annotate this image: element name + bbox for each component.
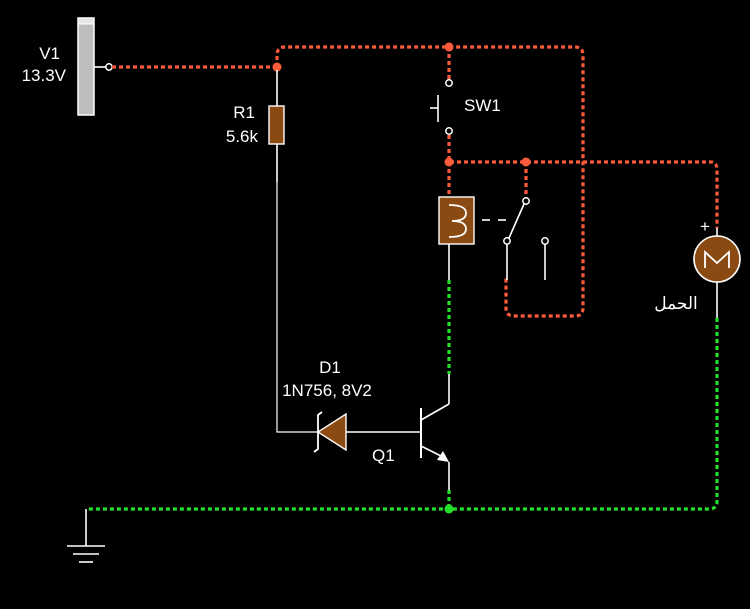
load-name-label: الحمل <box>654 294 698 313</box>
voltage-source-v1[interactable] <box>77 17 113 116</box>
relay-contacts[interactable] <box>503 197 549 280</box>
junction-node <box>444 157 454 167</box>
r1-value-label: 5.6k <box>226 127 259 146</box>
relay-coil[interactable] <box>438 196 475 280</box>
load-motor[interactable] <box>693 228 741 318</box>
q1-name-label: Q1 <box>372 446 395 465</box>
junction-node <box>521 157 531 167</box>
zener-diode-d1[interactable] <box>313 411 420 453</box>
resistor-r1[interactable] <box>268 70 285 182</box>
ground-wires <box>86 280 719 511</box>
sw1-name-label: SW1 <box>464 96 501 115</box>
load-plus-label: + <box>700 217 710 236</box>
d1-name-label: D1 <box>319 358 341 377</box>
d1-value-label: 1N756, 8V2 <box>282 381 372 400</box>
junction-node <box>444 42 454 52</box>
r1-name-label: R1 <box>233 103 255 122</box>
bias-wire <box>276 182 318 433</box>
push-switch-sw1[interactable] <box>430 79 453 135</box>
ground-symbol <box>67 509 105 563</box>
v1-name-label: V1 <box>39 44 60 63</box>
v1-value-label: 13.3V <box>22 66 67 85</box>
transistor-q1[interactable] <box>420 374 450 490</box>
ground-junction-node <box>444 504 454 514</box>
junction-node <box>272 62 282 72</box>
supply-wires <box>112 45 719 318</box>
